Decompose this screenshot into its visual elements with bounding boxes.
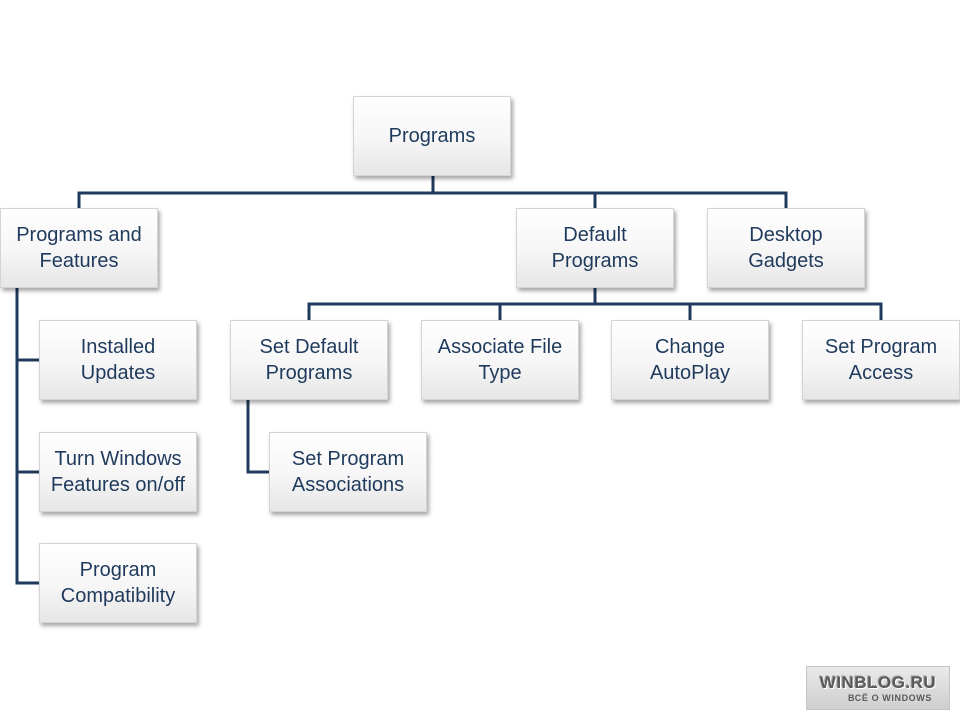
node-programs-and-features: Programs and Features (0, 208, 158, 288)
node-set-default-programs: Set Default Programs (230, 320, 388, 400)
node-program-compatibility: Program Compatibility (39, 543, 197, 623)
connector-to-set-program-associations (246, 398, 272, 474)
watermark-logo: WINBLOG.RU ВСЁ О WINDOWS (806, 666, 950, 710)
watermark-title: WINBLOG.RU (819, 672, 937, 692)
node-associate-file-type: Associate File Type (421, 320, 579, 400)
node-programs: Programs (353, 96, 511, 176)
node-set-program-associations: Set Program Associations (269, 432, 427, 512)
node-default-programs: Default Programs (516, 208, 674, 288)
node-installed-updates: Installed Updates (39, 320, 197, 400)
node-change-autoplay: Change AutoPlay (611, 320, 769, 400)
node-turn-windows-features: Turn Windows Features on/off (39, 432, 197, 512)
watermark-subtitle: ВСЁ О WINDOWS (848, 692, 932, 703)
node-set-program-access: Set Program Access (802, 320, 960, 400)
node-desktop-gadgets: Desktop Gadgets (707, 208, 865, 288)
